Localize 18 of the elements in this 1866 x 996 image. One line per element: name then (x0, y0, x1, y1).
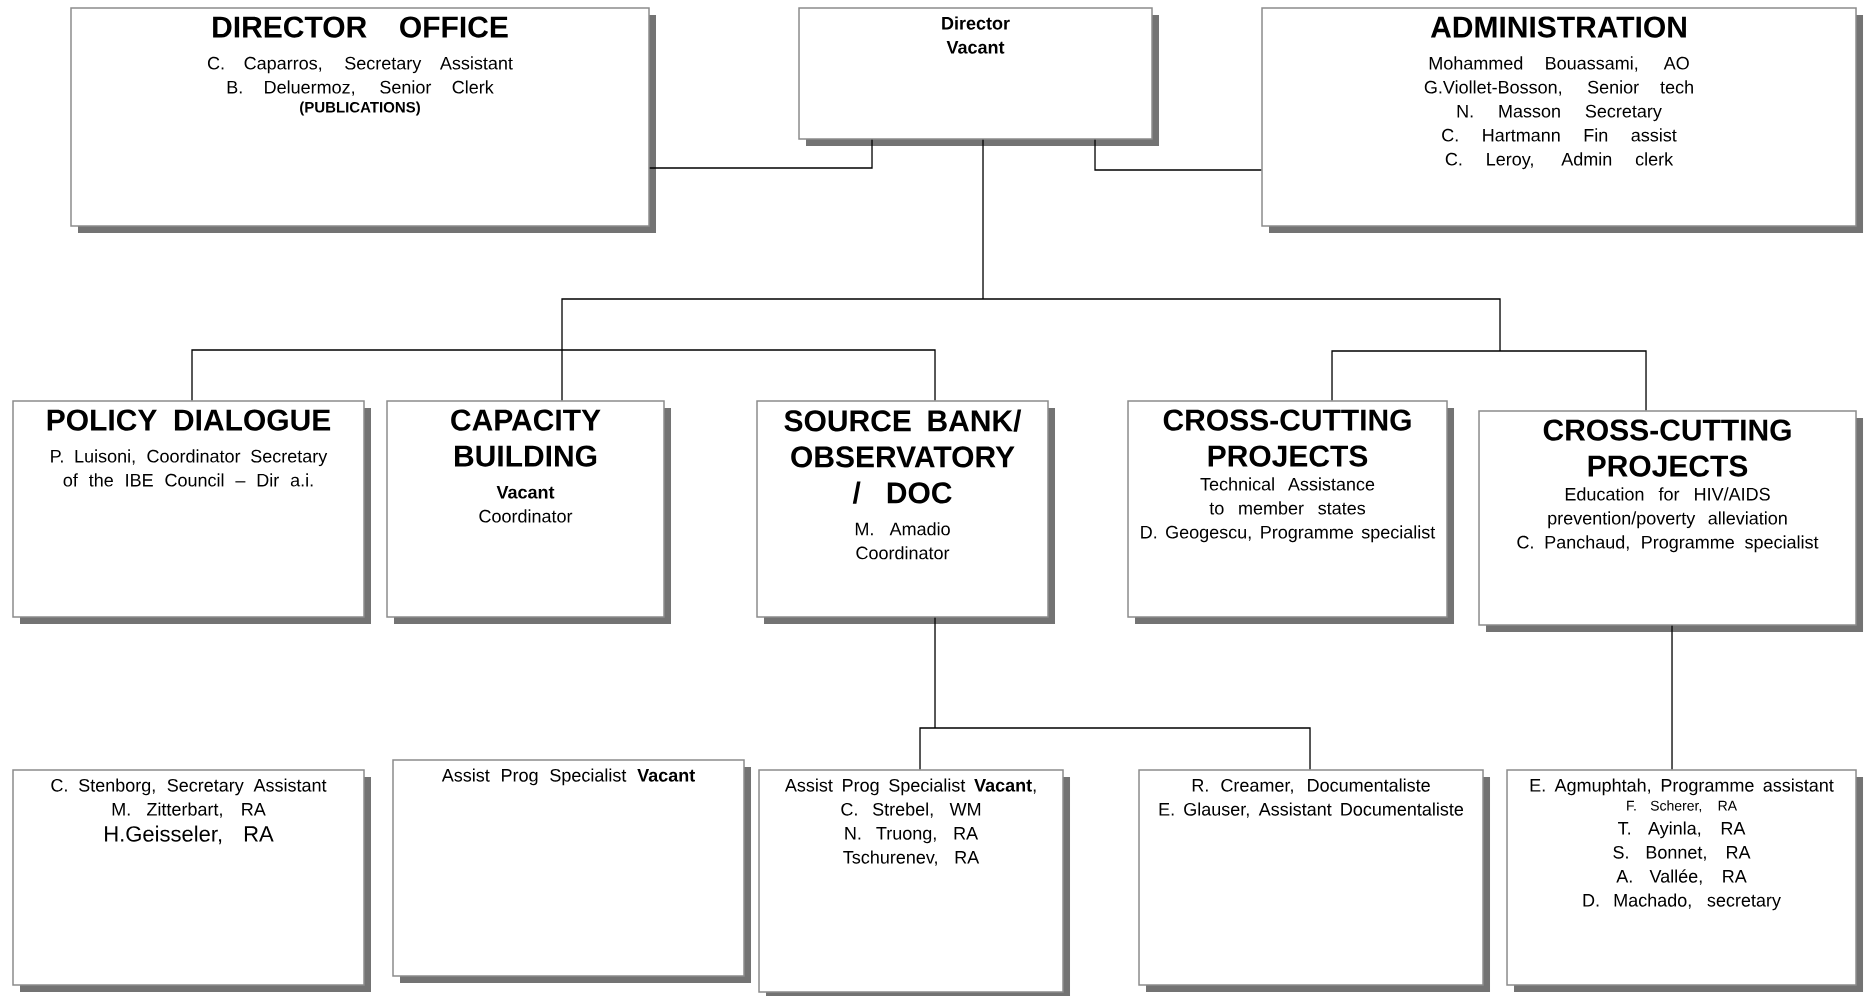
org-box: Director Vacant (798, 7, 1159, 146)
connector-line (1094, 139, 1262, 171)
connector-line (919, 617, 1311, 770)
org-box: CROSS-CUTTING PROJECTS Technical Assistance to member states D. Geogescu, Programme specialist (1127, 400, 1454, 624)
org-box: ADMINISTRATION Mohammed Bouassami, AO G.Viollet-Bosson, Senior tech N. Masson Secretary C. Hartmann Fin assist C. Leroy, Admin clerk (1261, 7, 1863, 233)
org-box: DIRECTOR OFFICE C. Caparros, Secretary Assistant B. Deluermoz, Senior Clerk (PUBLICATIONS) (70, 7, 656, 233)
org-box: CAPACITY BUILDING Vacant Coordinator (386, 400, 671, 624)
org-box: POLICY DIALOGUE P. Luisoni, Coordinator Secretary of the IBE Council – Dir a.i. (12, 400, 371, 624)
org-box: R. Creamer, Documentaliste E. Glauser, Assistant Documentaliste (1138, 769, 1490, 992)
connector-line (191, 139, 1647, 411)
org-box: E. Agmuphtah, Programme assistant F. Scherer, RA T. Ayinla, RA S. Bonnet, RA A. Vallée, RA D. Machado, secretary (1506, 769, 1863, 992)
org-box: SOURCE BANK/ OBSERVATORY / DOC M. Amadio Coordinator (756, 400, 1055, 624)
org-box: Assist Prog Specialist Vacant, C. Strebel, WM N. Truong, RA Tschurenev, RA (758, 769, 1070, 996)
connector-line (649, 139, 873, 169)
org-box: CROSS-CUTTING PROJECTS Education for HIV/AIDS prevention/poverty alleviation C. Panchaud, Programme specialist (1478, 410, 1863, 632)
org-box: C. Stenborg, Secretary Assistant M. Zitterbart, RA H.Geisseler, RA (12, 769, 371, 992)
org-box: Assist Prog Specialist Vacant (392, 759, 751, 983)
connector-line (1671, 625, 1673, 770)
